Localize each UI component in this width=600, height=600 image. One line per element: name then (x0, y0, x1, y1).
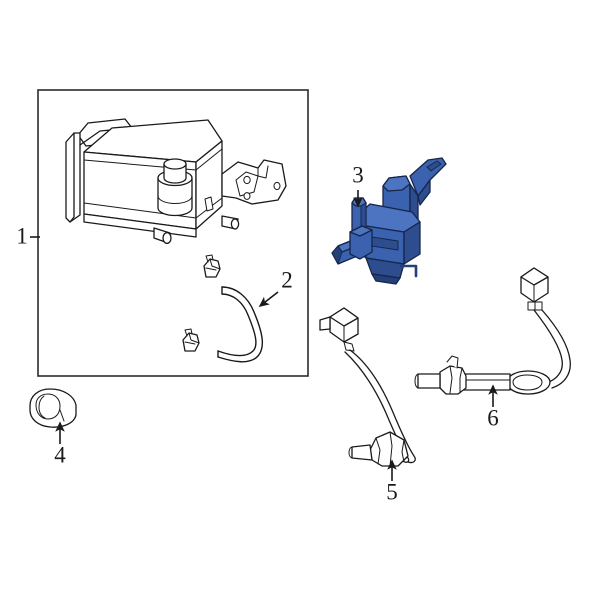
o2-front-wire-inner (533, 309, 563, 384)
o2-rear-sensor-body (369, 431, 409, 467)
hose-clamp-lower (182, 328, 200, 352)
vsv-port-junction-top (349, 225, 373, 237)
part-vapor-canister-assembly[interactable] (65, 118, 287, 245)
canister-seam-right-top (195, 148, 223, 171)
o2-front-sensor-nub (446, 355, 459, 369)
canister-rear-flange-edge (69, 132, 75, 223)
o2-front-wire-outer (541, 309, 571, 389)
o2-front-sensor-shaft (463, 373, 511, 391)
o2-front-sensor-tip-cap (414, 373, 419, 389)
callout-label-6: 6 (487, 405, 499, 430)
o2-rear-connector-tab (319, 316, 331, 331)
callout-label-3: 3 (352, 162, 364, 187)
vsv-lower-foot (371, 273, 401, 285)
callout-label-4: 4 (54, 442, 66, 467)
canister-rear-flange (65, 132, 81, 223)
o2-rear-sensor-tip-end (348, 446, 353, 459)
canister-valve-cylinder (157, 177, 193, 217)
part-oxygen-sensor-rear[interactable] (319, 307, 416, 467)
o2-front-sensor-hex-line-1 (449, 365, 453, 394)
hose-outer-wall (217, 286, 264, 363)
callout-leaders (30, 190, 498, 481)
o2-front-wire-grommet-bore (512, 374, 543, 391)
o2-front-connector-top (520, 267, 549, 286)
callout-label-2: 2 (281, 267, 293, 292)
o2-rear-wire-outer (349, 349, 416, 464)
canister-bracket-hole-3 (273, 181, 281, 191)
canister-right-face (195, 140, 223, 230)
vsv-left-port-nipple-end (331, 245, 343, 265)
o2-front-sensor-hex-line-2 (459, 367, 463, 394)
canister-mount-bracket (221, 159, 287, 205)
canister-valve-cap-top (163, 158, 187, 170)
canister-outlet-nipple-front-end (162, 231, 172, 245)
callout-label-5: 5 (386, 479, 398, 504)
part-oxygen-sensor-front[interactable] (414, 267, 571, 395)
o2-rear-sensor-hex-3 (401, 439, 405, 463)
part-vapor-canister-hose[interactable] (182, 254, 264, 363)
grommet-inner-bore (35, 393, 61, 420)
hose-clamp-upper (203, 254, 221, 278)
vsv-lower-bracket (399, 264, 418, 278)
o2-rear-connector-top (329, 307, 359, 327)
hose-inner-wall (217, 293, 257, 357)
vsv-mounting-arm-slot (426, 160, 442, 172)
canister-small-port (204, 196, 214, 212)
canister-bottom-skirt (83, 213, 197, 238)
canister-bracket-hole-2 (243, 192, 251, 200)
o2-front-sensor-tip (417, 373, 441, 389)
o2-rear-connector-boot (343, 341, 355, 352)
grommet-inner-bore-2 (38, 395, 46, 419)
grommet-rim (59, 409, 65, 422)
part-vacuum-switching-valve[interactable] (331, 157, 447, 285)
canister-bracket-hole-1 (243, 175, 251, 185)
o2-rear-sensor-tip (351, 444, 373, 461)
canister-bracket-notch (257, 165, 269, 179)
part-grommet-cap[interactable] (29, 388, 77, 428)
canister-bracket-inner-fold (235, 171, 259, 197)
canister-valve-ring-1 (157, 195, 193, 204)
callout-leader-2 (258, 291, 279, 307)
o2-rear-sensor-hex (375, 437, 381, 465)
o2-front-sensor-hex (439, 365, 467, 395)
assembly-group-box (37, 89, 309, 377)
vsv-body-right-face (403, 221, 421, 265)
o2-rear-sensor-hex-2 (389, 431, 393, 467)
callout-label-1: 1 (16, 223, 28, 248)
canister-outlet-nipple-right-end (230, 218, 240, 230)
vsv-mounting-arm-side (417, 179, 431, 206)
